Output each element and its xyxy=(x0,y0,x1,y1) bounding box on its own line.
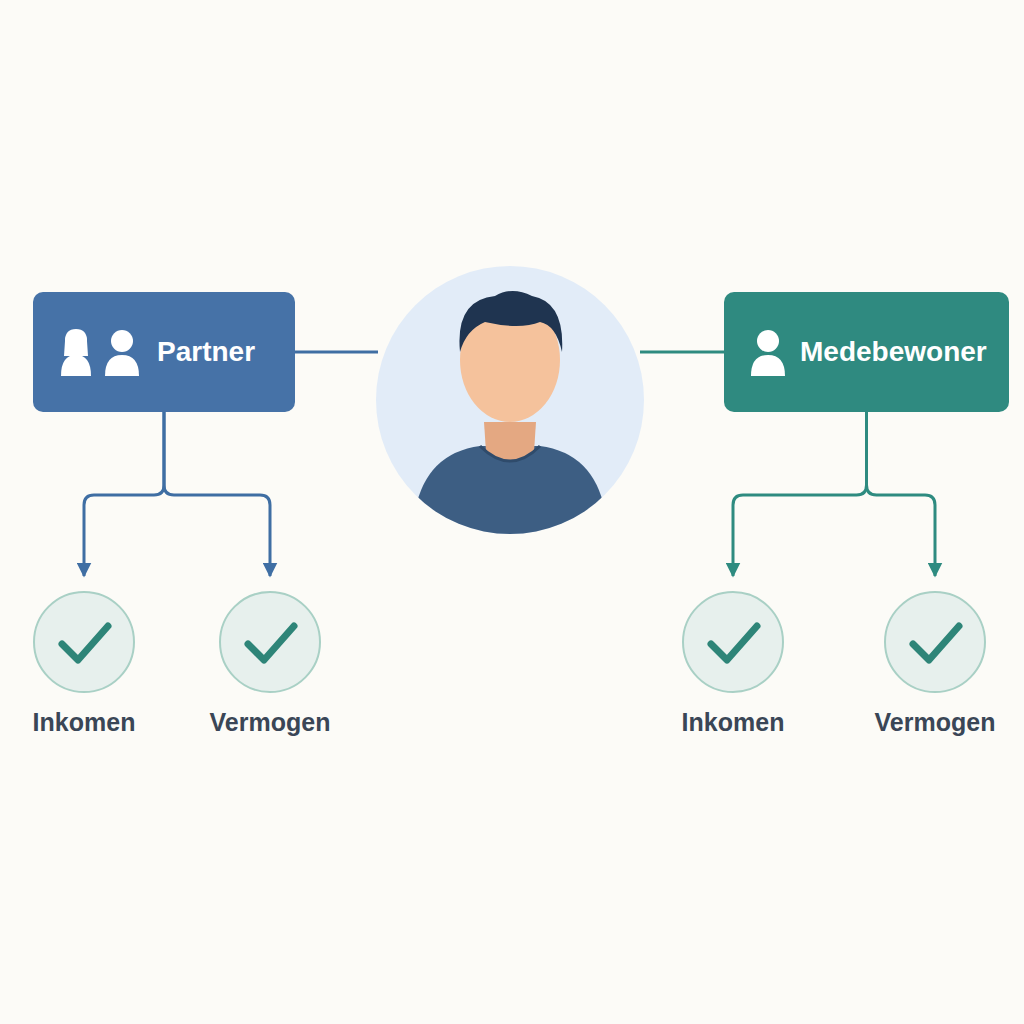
check-circle: Vermogen xyxy=(883,590,987,694)
link-line xyxy=(295,351,378,354)
check-label: Vermogen xyxy=(210,708,331,737)
check-mark xyxy=(32,590,136,694)
check-mark xyxy=(883,590,987,694)
check-label: Inkomen xyxy=(682,708,785,737)
check-circle: Vermogen xyxy=(218,590,322,694)
person-icon xyxy=(57,326,145,378)
check-circle: Inkomen xyxy=(681,590,785,694)
person-avatar xyxy=(376,266,644,545)
partner-box: Partner xyxy=(33,292,295,412)
person-icon xyxy=(748,326,788,378)
branch-arrow xyxy=(84,412,164,576)
link-line xyxy=(640,351,724,354)
cohabitant-box: Medebewoner xyxy=(724,292,1009,412)
check-label: Vermogen xyxy=(875,708,996,737)
branch-arrow xyxy=(164,412,270,576)
check-circle: Inkomen xyxy=(32,590,136,694)
branch-arrow xyxy=(733,412,867,576)
check-label: Inkomen xyxy=(33,708,136,737)
box-label: Medebewoner xyxy=(800,336,987,368)
check-mark xyxy=(681,590,785,694)
box-label: Partner xyxy=(157,336,255,368)
branch-arrow xyxy=(867,412,936,576)
check-mark xyxy=(218,590,322,694)
